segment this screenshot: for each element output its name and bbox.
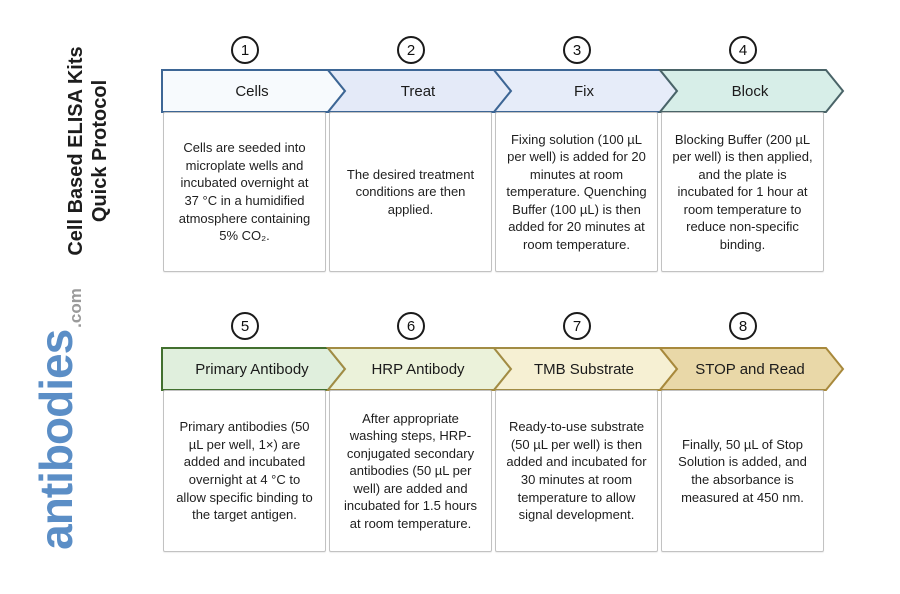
step-description-box-6: After appropriate washing steps, HRP-con… (329, 390, 492, 552)
step-description-box-5: Primary antibodies (50 µL per well, 1×) … (163, 390, 326, 552)
step-number-badge-3: 3 (563, 36, 591, 64)
step-number-badge-2: 2 (397, 36, 425, 64)
vertical-title-line1: Cell Based ELISA Kits (65, 46, 87, 256)
step-description-4: Blocking Buffer (200 µL per well) is the… (672, 131, 813, 252)
step-number-5: 5 (240, 317, 250, 335)
step-number-4: 4 (738, 41, 748, 59)
step-description-box-8: Finally, 50 µL of Stop Solution is added… (661, 390, 824, 552)
vertical-title-line2: Quick Protocol (89, 79, 111, 223)
step-arrow-label-3: Fix (574, 82, 594, 100)
step-number-1: 1 (240, 41, 250, 59)
step-number-7: 7 (572, 317, 582, 335)
step-description-3: Fixing solution (100 µL per well) is add… (506, 131, 647, 252)
step-arrow-label-2: Treat (400, 82, 436, 100)
step-number-badge-7: 7 (563, 312, 591, 340)
step-description-2: The desired treatment conditions are the… (346, 166, 475, 217)
flow-arrows-row-1 (161, 69, 845, 113)
step-arrow-shape-4 (657, 69, 845, 113)
step-description-1: Cells are seeded into microplate wells a… (178, 140, 311, 244)
step-description-7: Ready-to-use substrate (50 µL per well) … (506, 419, 647, 523)
step-arrow-shape-8 (657, 347, 845, 391)
step-number-6: 6 (406, 317, 416, 335)
step-arrow-label-1: Cells (235, 82, 269, 100)
step-description-6: After appropriate washing steps, HRP-con… (344, 410, 477, 531)
protocol-flow: 1 2 3 4 Cells Treat Fix Block Cells are … (161, 0, 862, 594)
brand-logo: antibodies.com (29, 288, 85, 550)
step-arrow-label-4: Block (731, 82, 769, 100)
brand-logo-tld: .com (66, 288, 85, 328)
step-description-5: Primary antibodies (50 µL per well, 1×) … (176, 419, 313, 523)
step-number-badge-8: 8 (729, 312, 757, 340)
step-number-8: 8 (738, 317, 748, 335)
step-number-3: 3 (572, 41, 582, 59)
step-arrow-label-6: HRP Antibody (371, 360, 465, 378)
vertical-title: Cell Based ELISA Kits Quick Protocol (64, 26, 112, 276)
step-number-badge-4: 4 (729, 36, 757, 64)
step-description-box-3: Fixing solution (100 µL per well) is add… (495, 112, 658, 272)
step-arrow-label-7: TMB Substrate (533, 360, 635, 378)
flow-arrows-row-2 (161, 347, 845, 391)
step-arrow-label-5: Primary Antibody (195, 360, 309, 378)
step-description-box-2: The desired treatment conditions are the… (329, 112, 492, 272)
brand-logo-name: antibodies (30, 329, 82, 550)
step-number-badge-6: 6 (397, 312, 425, 340)
step-description-box-4: Blocking Buffer (200 µL per well) is the… (661, 112, 824, 272)
step-number-badge-1: 1 (231, 36, 259, 64)
step-number-2: 2 (406, 41, 416, 59)
step-description-8: Finally, 50 µL of Stop Solution is added… (678, 436, 807, 505)
step-description-box-1: Cells are seeded into microplate wells a… (163, 112, 326, 272)
step-description-box-7: Ready-to-use substrate (50 µL per well) … (495, 390, 658, 552)
step-arrow-label-8: STOP and Read (695, 360, 805, 378)
step-number-badge-5: 5 (231, 312, 259, 340)
